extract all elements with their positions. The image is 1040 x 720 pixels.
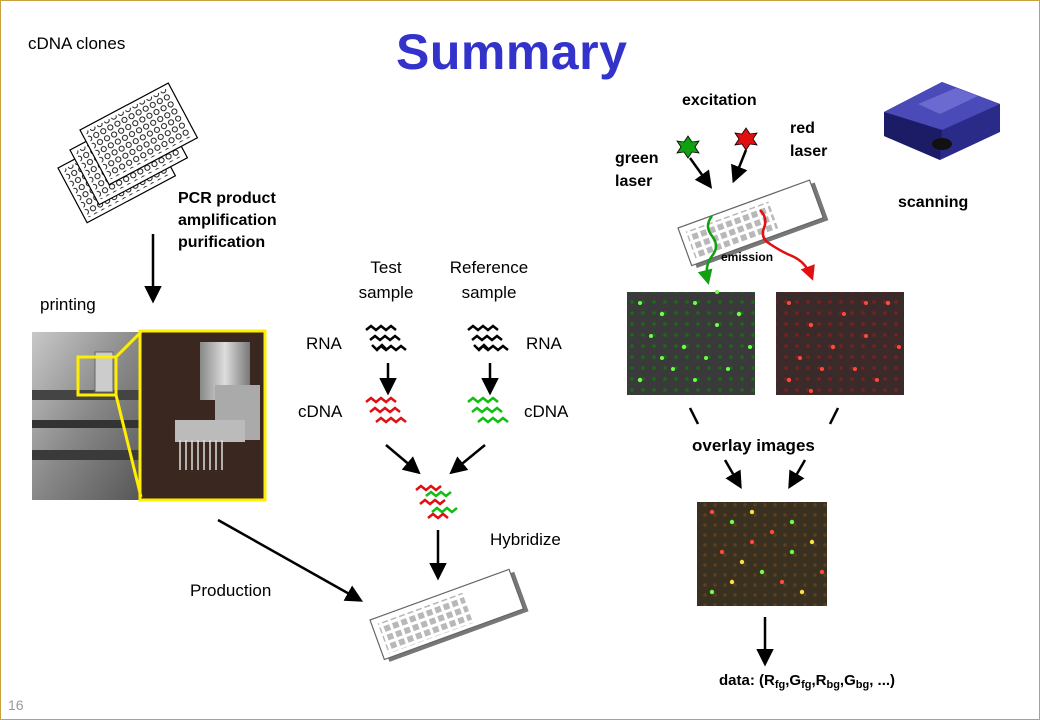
rna-test-squiggle xyxy=(365,324,407,352)
hybridize-label: Hybridize xyxy=(490,530,561,549)
rna-reference-squiggle xyxy=(467,324,509,352)
green-laser-icon xyxy=(676,135,700,159)
test-sample-line1: Test xyxy=(370,258,402,277)
microarray-slide-bottom xyxy=(369,568,529,662)
overlay-tick-left xyxy=(688,407,700,425)
arrow-overlay-left xyxy=(723,459,742,490)
red-emission-wave xyxy=(759,209,815,281)
red-laser-line1: red xyxy=(790,120,815,137)
overlay-tick-right xyxy=(828,407,840,425)
purification-label: purification xyxy=(178,234,266,251)
amplification-label: amplification xyxy=(178,212,277,229)
microplate-stack-icon xyxy=(57,82,199,224)
printing-label: printing xyxy=(40,295,96,314)
arrow-red-to-mix xyxy=(385,444,421,475)
cdna-right-label: cDNA xyxy=(524,402,569,421)
pcr-product-label: PCR product xyxy=(178,190,276,207)
green-laser-line2: laser xyxy=(615,173,653,190)
production-label: Production xyxy=(190,581,272,600)
emission-label: emission xyxy=(721,250,774,264)
cdna-red-squiggle xyxy=(365,396,407,424)
red-scan-image xyxy=(776,292,904,395)
cdna-green-squiggle xyxy=(467,396,509,424)
test-sample-line2: sample xyxy=(358,283,414,302)
overlay-images-label: overlay images xyxy=(692,436,815,455)
excitation-label: excitation xyxy=(682,92,757,109)
green-scan-image xyxy=(627,290,755,395)
rna-left-label: RNA xyxy=(306,334,342,353)
cdna-left-label: cDNA xyxy=(298,402,343,421)
green-emission-wave xyxy=(697,215,718,285)
rna-right-label: RNA xyxy=(526,334,562,353)
arrow-overlay-right xyxy=(788,459,807,490)
microarray-slide-top xyxy=(677,179,829,268)
overlay-scan-image xyxy=(697,502,827,606)
reference-sample-line2: sample xyxy=(461,283,517,302)
slide-title: Summary xyxy=(396,24,628,80)
desktop-scanner-icon xyxy=(884,82,1000,160)
green-laser-line1: green xyxy=(615,150,659,167)
arrow-green-to-mix xyxy=(449,444,486,475)
data-vector-label: data: (Rfg,Gfg,Rbg,Gbg, ...) xyxy=(719,672,896,691)
red-laser-line2: laser xyxy=(790,143,828,160)
mixed-cdna-squiggle xyxy=(415,484,458,520)
robot-arrayer-photo xyxy=(32,329,267,502)
arrow-production xyxy=(217,518,364,602)
scanning-label: scanning xyxy=(898,194,969,211)
red-laser-icon xyxy=(734,127,758,151)
arrow-red-laser xyxy=(731,149,748,184)
reference-sample-line1: Reference xyxy=(449,258,529,277)
arrow-green-laser xyxy=(688,157,713,189)
page-number: 16 xyxy=(8,697,24,713)
cdna-clones-label: cDNA clones xyxy=(28,34,126,53)
